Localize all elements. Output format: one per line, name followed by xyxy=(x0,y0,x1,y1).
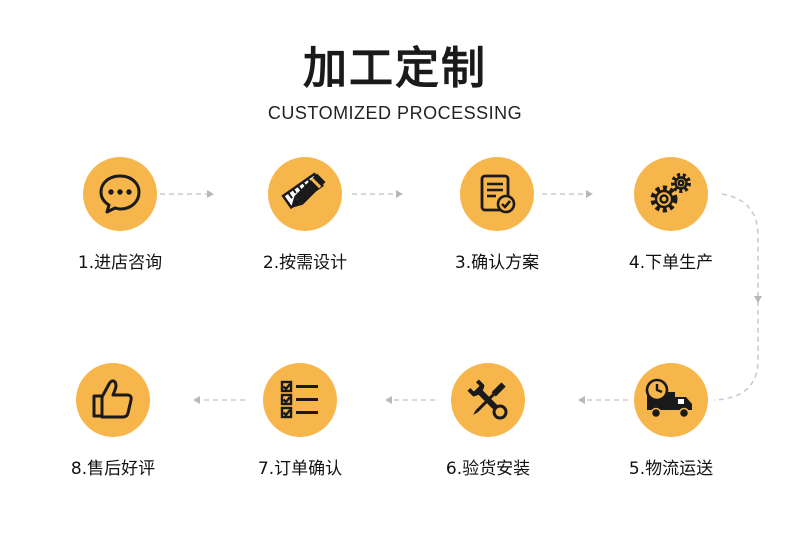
chat-bubble-icon xyxy=(99,174,141,214)
step-5: 5.物流运送 xyxy=(596,363,746,479)
thumbs-up-icon xyxy=(92,379,133,419)
design-pencil-icon xyxy=(281,172,326,210)
step-label: 7.订单确认 xyxy=(257,459,343,479)
arrowhead xyxy=(586,190,593,198)
delivery-truck-icon xyxy=(645,378,692,419)
step-label: 2.按需设计 xyxy=(262,253,348,273)
step-7: 7.订单确认 xyxy=(225,363,375,479)
arrowhead xyxy=(207,190,214,198)
connector-4-5 xyxy=(713,193,759,401)
step-label: 5.物流运送 xyxy=(628,459,714,479)
step-label: 6.验货安装 xyxy=(445,459,531,479)
step-4: 4.下单生产 xyxy=(596,157,746,273)
step-8: 8.售后好评 xyxy=(38,363,188,479)
step-icon-circle xyxy=(460,157,534,231)
step-label: 1.进店咨询 xyxy=(77,253,163,273)
arrowhead xyxy=(396,190,403,198)
step-icon-circle xyxy=(268,157,342,231)
document-check-icon xyxy=(480,174,516,214)
step-icon-circle xyxy=(76,363,150,437)
step-6: 6.验货安装 xyxy=(413,363,563,479)
step-3: 3.确认方案 xyxy=(422,157,572,273)
step-label: 8.售后好评 xyxy=(70,459,156,479)
step-label: 3.确认方案 xyxy=(454,253,540,273)
step-icon-circle xyxy=(634,157,708,231)
wrench-screwdriver-icon xyxy=(467,379,508,420)
step-1: 1.进店咨询 xyxy=(45,157,195,273)
arrowhead xyxy=(578,396,585,404)
step-2: 2.按需设计 xyxy=(230,157,380,273)
arrowhead xyxy=(193,396,200,404)
gears-icon xyxy=(650,173,691,213)
checklist-icon xyxy=(280,380,318,419)
step-icon-circle xyxy=(451,363,525,437)
page-title: 加工定制 xyxy=(303,43,487,94)
page-subtitle: CUSTOMIZED PROCESSING xyxy=(267,103,523,123)
step-icon-circle xyxy=(634,363,708,437)
arrowhead xyxy=(385,396,392,404)
arrowhead xyxy=(754,296,762,303)
step-label: 4.下单生产 xyxy=(628,253,714,273)
step-icon-circle xyxy=(263,363,337,437)
step-icon-circle xyxy=(83,157,157,231)
